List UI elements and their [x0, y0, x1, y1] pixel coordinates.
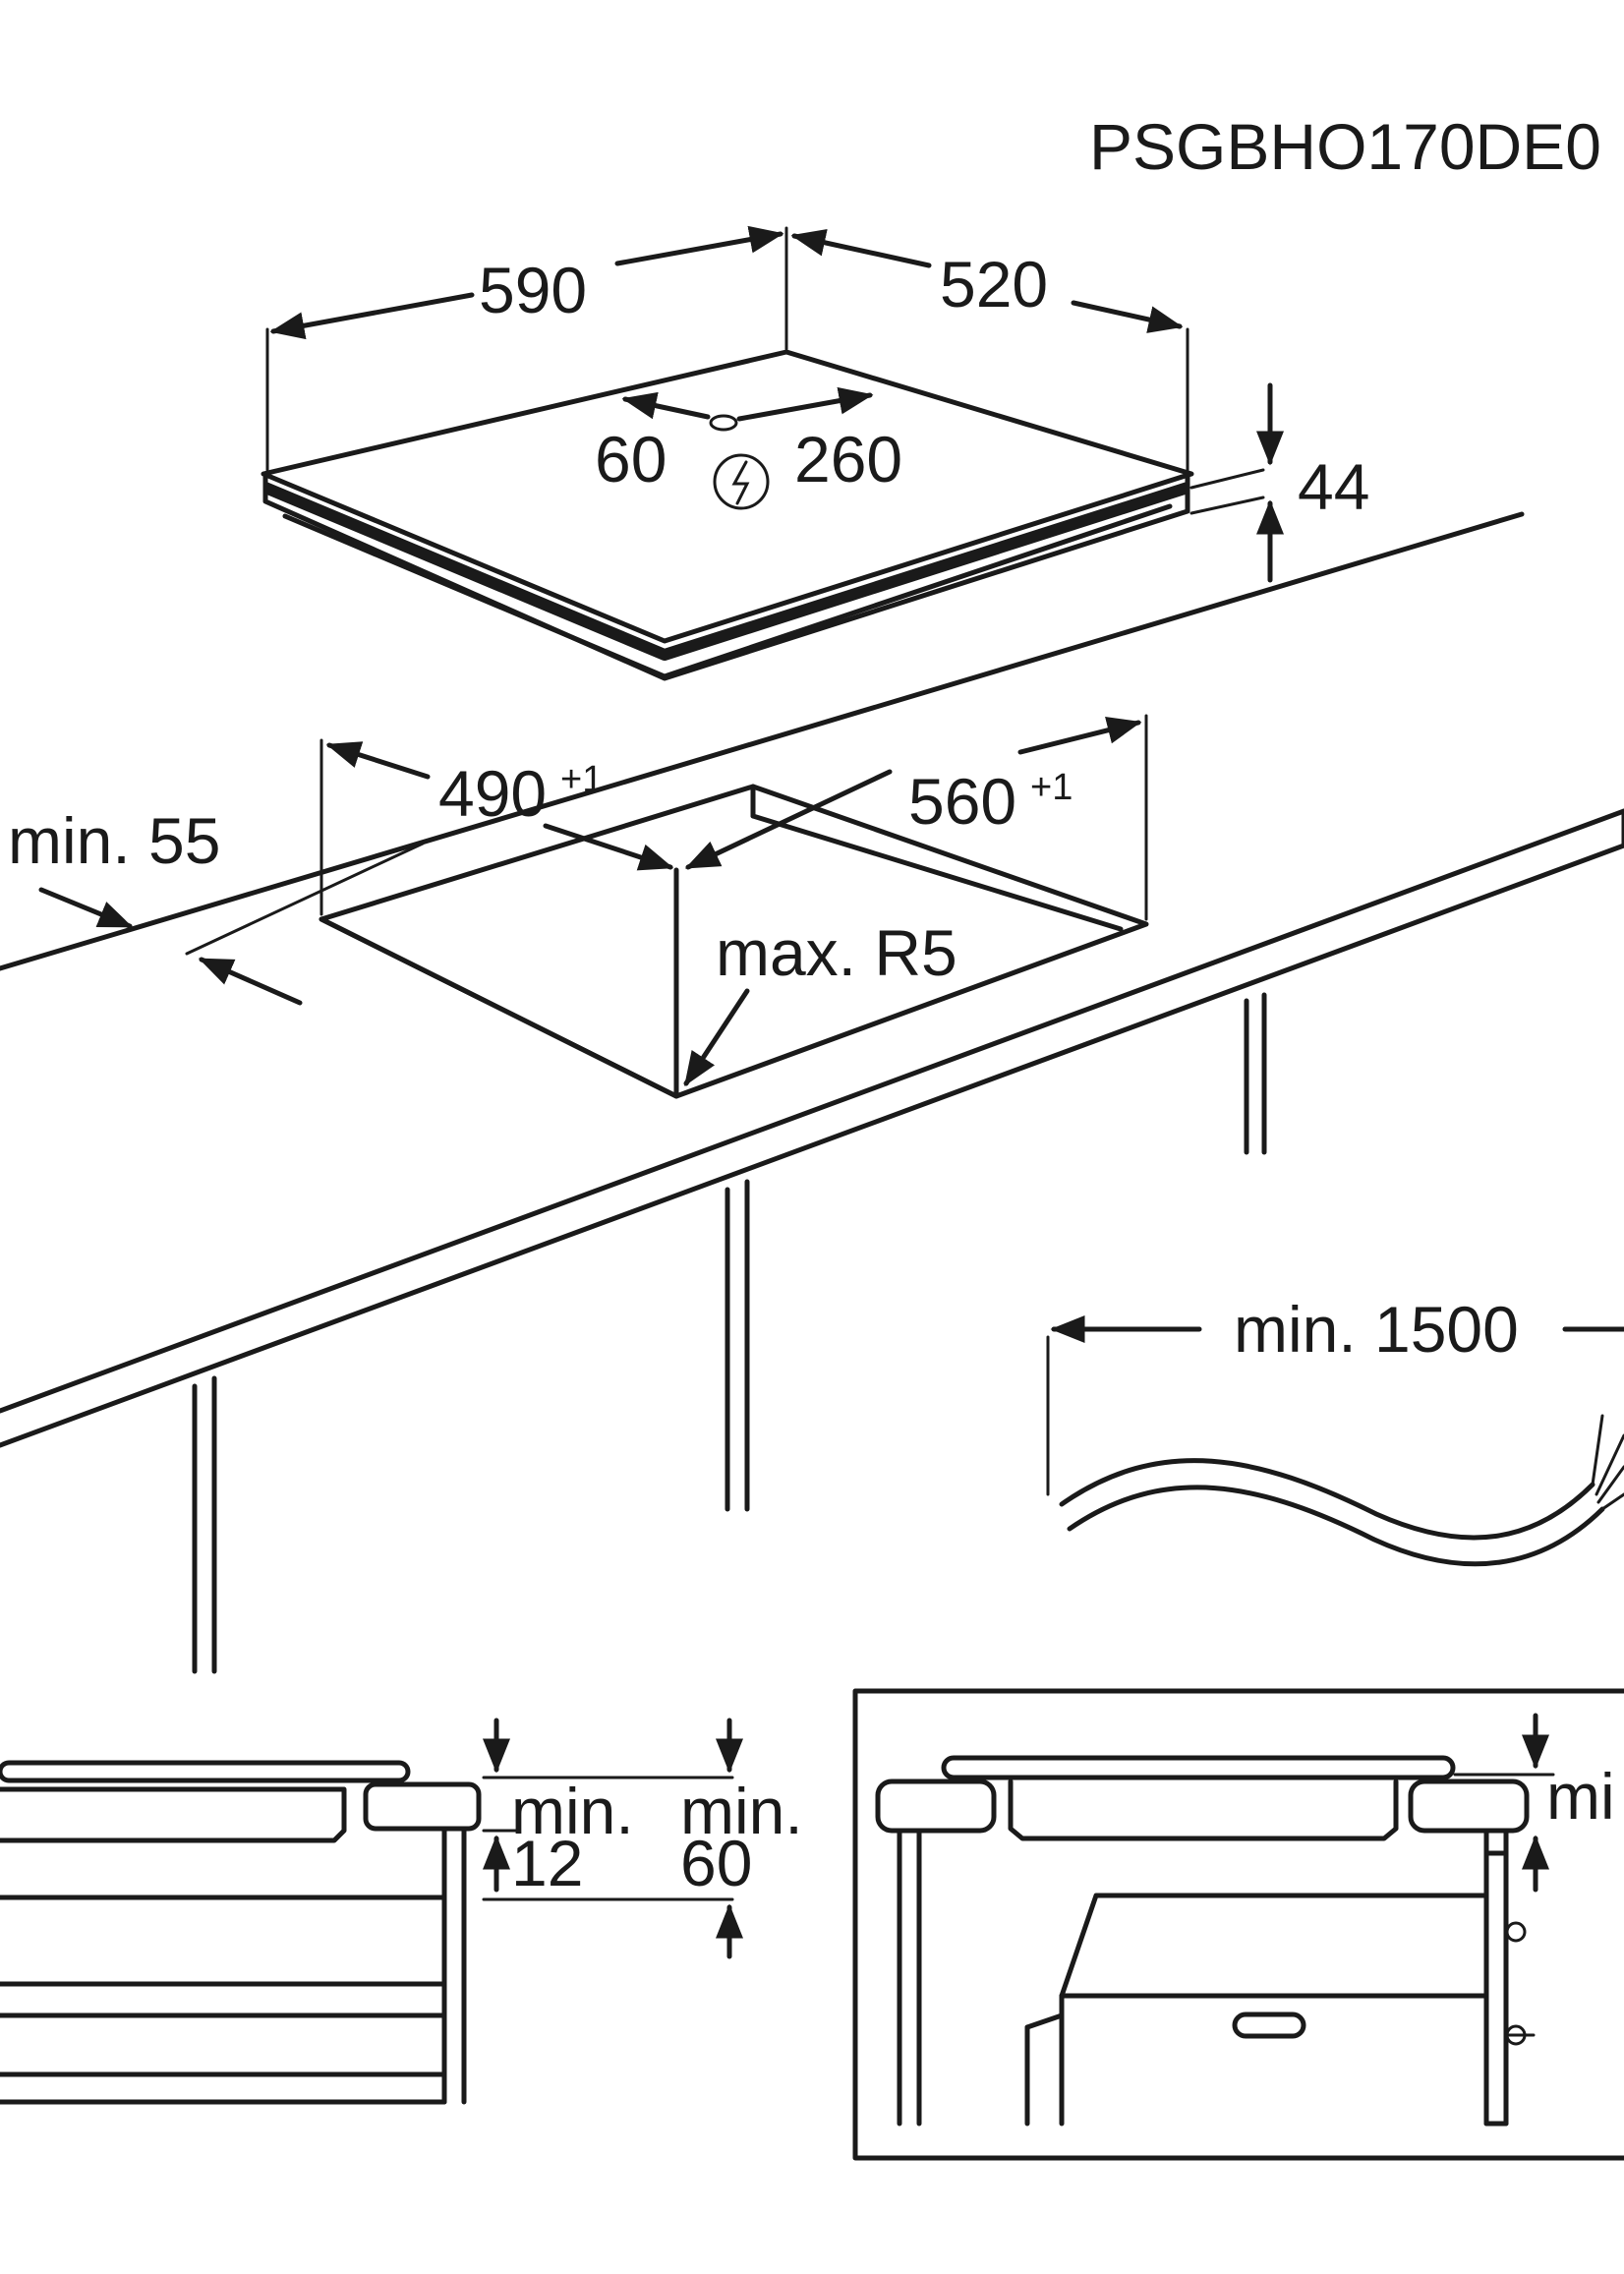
label-clearance-a: min.	[511, 1775, 634, 1847]
label-cutout-depth-tolerance: +1	[560, 759, 603, 800]
dimension-front-clearance: min. 55	[8, 804, 425, 1006]
label-cutout-depth: 490	[438, 757, 547, 830]
label-power-offset-left: 60	[595, 423, 667, 496]
label-power-offset-right: 260	[794, 423, 902, 496]
label-hob-height: 44	[1298, 450, 1369, 523]
label-corner-radius: max. R5	[716, 916, 957, 989]
dimension-hob-depth: 520	[790, 229, 1184, 333]
label-clearance-right: mi	[1546, 1760, 1615, 1833]
label-hob-width: 590	[479, 254, 587, 326]
hob-underside	[282, 503, 1173, 679]
label-hob-depth: 520	[940, 248, 1048, 321]
section-view-right: mi	[852, 1688, 1624, 2161]
label-front-clearance: min. 55	[8, 804, 220, 877]
dimension-power-offsets: 60 260	[595, 386, 902, 496]
hob-glass	[261, 349, 1194, 644]
value-clearance-a: 12	[511, 1827, 583, 1899]
label-clearance-b: min.	[680, 1775, 803, 1847]
dimension-hob-width: 590	[265, 225, 1189, 472]
value-clearance-b: 60	[680, 1827, 752, 1899]
dimension-corner-radius: max. R5	[683, 916, 957, 1086]
dimension-hob-height: 44	[1189, 382, 1369, 583]
hob-edge	[262, 482, 1189, 661]
label-cable-length: min. 1500	[1234, 1293, 1519, 1366]
oven-handle	[1232, 2012, 1306, 2039]
label-cutout-width: 560	[908, 765, 1016, 838]
worktop-cutout	[319, 784, 1149, 1099]
lightning-circle-icon	[713, 453, 770, 510]
hob	[261, 349, 1194, 681]
dimension-cutout: 490 +1 560 +1	[319, 714, 1148, 921]
section-view-left: min. 12 min. 60	[0, 1718, 803, 2105]
label-cutout-width-tolerance: +1	[1030, 767, 1073, 808]
power-cable-hole	[709, 414, 738, 432]
worktop	[0, 511, 1624, 1674]
model-code: PSGBHO170DE0	[1089, 110, 1601, 183]
power-cable: min. 1500	[1046, 1293, 1624, 1567]
